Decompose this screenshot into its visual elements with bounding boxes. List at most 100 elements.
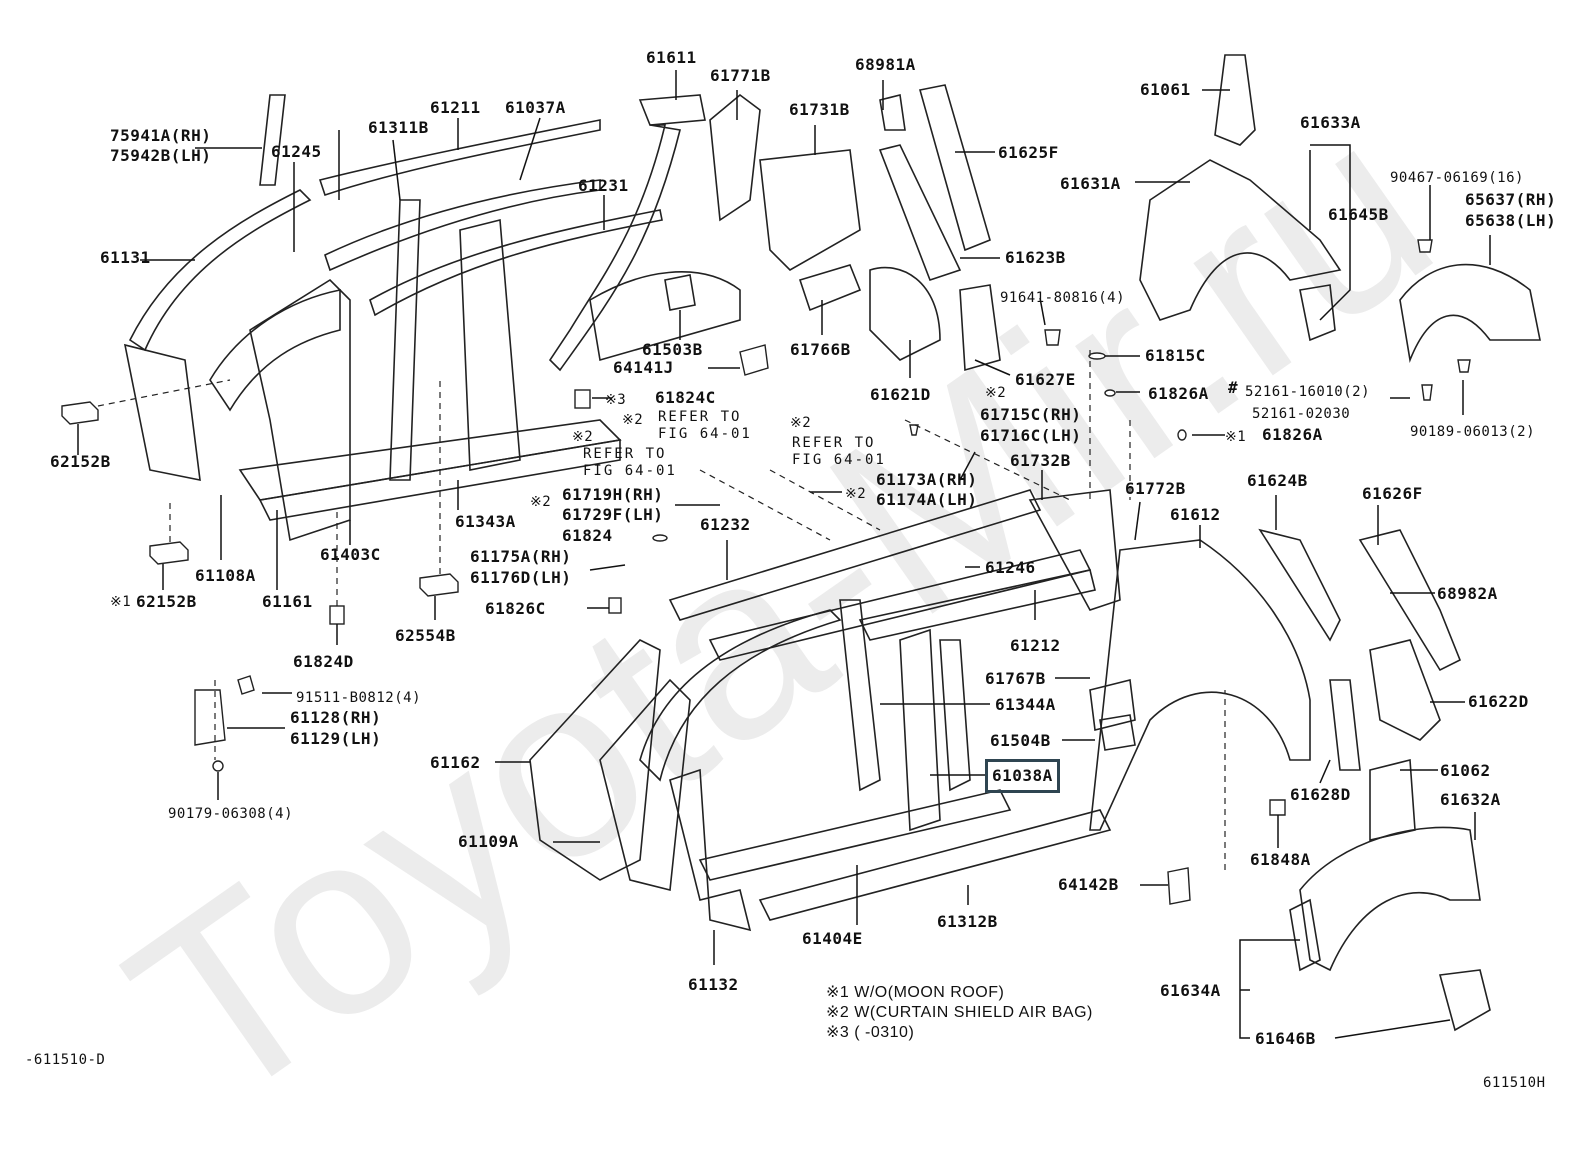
part-label[interactable]: 52161-02030 (1252, 406, 1351, 422)
part-label[interactable]: 61343A (455, 512, 516, 531)
part-label[interactable]: 61624B (1247, 471, 1308, 490)
refer-note: REFER TO (658, 409, 742, 425)
part-label[interactable]: 61631A (1060, 174, 1121, 193)
part-label[interactable]: 61824D (293, 652, 354, 671)
note-marker: ※2 (790, 415, 812, 431)
refer-note: FIG 64-01 (658, 426, 752, 442)
part-label[interactable]: 61772B (1125, 479, 1186, 498)
part-label[interactable]: 61061 (1140, 80, 1191, 99)
part-label[interactable]: 61344A (995, 695, 1056, 714)
part-label[interactable]: 61632A (1440, 790, 1501, 809)
part-label[interactable]: 61232 (700, 515, 751, 534)
part-label[interactable]: 61633A (1300, 113, 1361, 132)
legend-note-1: ※1 W/O(MOON ROOF) (826, 984, 1005, 1001)
part-label[interactable]: 61826A (1262, 425, 1323, 444)
part-label[interactable]: 64141J (613, 358, 674, 377)
note-marker: ※2 (572, 429, 594, 445)
part-label[interactable]: 65638(LH) (1465, 211, 1557, 230)
part-label[interactable]: 61404E (802, 929, 863, 948)
note-marker: ※2 (845, 486, 867, 502)
part-label[interactable]: 61403C (320, 545, 381, 564)
part-label[interactable]: 61176D(LH) (470, 568, 572, 587)
refer-note: FIG 64-01 (583, 463, 677, 479)
part-label[interactable]: 91641-80816(4) (1000, 290, 1126, 306)
part-label[interactable]: 61646B (1255, 1029, 1316, 1048)
part-label[interactable]: 75941A(RH) (110, 126, 212, 145)
part-label[interactable]: 61128(RH) (290, 708, 382, 727)
note-marker: ※2 (622, 412, 644, 428)
part-label[interactable]: 62152B (50, 452, 111, 471)
part-label[interactable]: 61311B (368, 118, 429, 137)
part-label[interactable]: 61826C (485, 599, 546, 618)
part-label[interactable]: 61767B (985, 669, 1046, 688)
wheelhouse-upper (909, 54, 1541, 436)
part-label[interactable]: 61634A (1160, 981, 1221, 1000)
rear-quarter-inner (548, 84, 1001, 372)
inner-body-frame (123, 94, 663, 542)
part-label[interactable]: 61824 (562, 526, 613, 545)
figure-code-left: -611510-D (25, 1052, 106, 1068)
part-label[interactable]: 61621D (870, 385, 931, 404)
part-label[interactable]: 61175A(RH) (470, 547, 572, 566)
part-label[interactable]: 61824C (655, 388, 716, 407)
part-label[interactable]: 90467-06169(16) (1390, 170, 1524, 186)
highlighted-part-label[interactable]: 61038A (985, 759, 1060, 793)
note-marker: ※1 (110, 594, 132, 610)
part-label[interactable]: 61716C(LH) (980, 426, 1082, 445)
part-label[interactable]: 61109A (458, 832, 519, 851)
part-label[interactable]: 52161-16010(2) (1245, 384, 1371, 400)
part-label[interactable]: 61062 (1440, 761, 1491, 780)
part-label[interactable]: 90189-06013(2) (1410, 424, 1536, 440)
part-label[interactable]: 91511-B0812(4) (296, 690, 422, 706)
part-label[interactable]: 61732B (1010, 451, 1071, 470)
part-label[interactable]: 62554B (395, 626, 456, 645)
note-marker: ※2 (530, 494, 552, 510)
part-label[interactable]: 61161 (262, 592, 313, 611)
part-label[interactable]: 61625F (998, 143, 1059, 162)
part-label[interactable]: 61246 (985, 558, 1036, 577)
part-label[interactable]: 61173A(RH) (876, 470, 978, 489)
part-label[interactable]: 61312B (937, 912, 998, 931)
part-label[interactable]: 61131 (100, 248, 151, 267)
small-parts (61, 344, 1191, 905)
part-label[interactable]: 61211 (430, 98, 481, 117)
part-label[interactable]: 61245 (271, 142, 322, 161)
part-label[interactable]: 61731B (789, 100, 850, 119)
part-label[interactable]: 61628D (1290, 785, 1351, 804)
legend-note-3: ※3 ( -0310) (826, 1024, 915, 1041)
part-label[interactable]: 61729F(LH) (562, 505, 664, 524)
part-label[interactable]: 61174A(LH) (876, 490, 978, 509)
part-label[interactable]: 61623B (1005, 248, 1066, 267)
part-label[interactable]: 61848A (1250, 850, 1311, 869)
part-label[interactable]: 61612 (1170, 505, 1221, 524)
part-label[interactable]: 61826A (1148, 384, 1209, 403)
part-label[interactable]: 61771B (710, 66, 771, 85)
part-label[interactable]: 61766B (790, 340, 851, 359)
part-label[interactable]: 68981A (855, 55, 916, 74)
part-label[interactable]: 61037A (505, 98, 566, 117)
part-label[interactable]: 61162 (430, 753, 481, 772)
part-label[interactable]: 61132 (688, 975, 739, 994)
part-label[interactable]: 61504B (990, 731, 1051, 750)
part-label[interactable]: 61645B (1328, 205, 1389, 224)
part-label[interactable]: 61719H(RH) (562, 485, 664, 504)
note-marker: # (1228, 378, 1239, 397)
part-label[interactable]: 61627E (1015, 370, 1076, 389)
part-label[interactable]: 75942B(LH) (110, 146, 212, 165)
part-label[interactable]: 64142B (1058, 875, 1119, 894)
part-label[interactable]: 61212 (1010, 636, 1061, 655)
outer-body-side (529, 489, 1491, 1032)
part-label[interactable]: 61108A (195, 566, 256, 585)
part-label[interactable]: 61815C (1145, 346, 1206, 365)
part-label[interactable]: 61611 (646, 48, 697, 67)
part-label[interactable]: 61129(LH) (290, 729, 382, 748)
part-label[interactable]: 61626F (1362, 484, 1423, 503)
part-label[interactable]: 68982A (1437, 584, 1498, 603)
part-label[interactable]: 65637(RH) (1465, 190, 1557, 209)
part-label[interactable]: 61622D (1468, 692, 1529, 711)
part-label[interactable]: 61231 (578, 176, 629, 195)
part-label[interactable]: 62152B (136, 592, 197, 611)
part-label[interactable]: 90179-06308(4) (168, 806, 294, 822)
part-label[interactable]: 61715C(RH) (980, 405, 1082, 424)
part-label[interactable]: 61503B (642, 340, 703, 359)
